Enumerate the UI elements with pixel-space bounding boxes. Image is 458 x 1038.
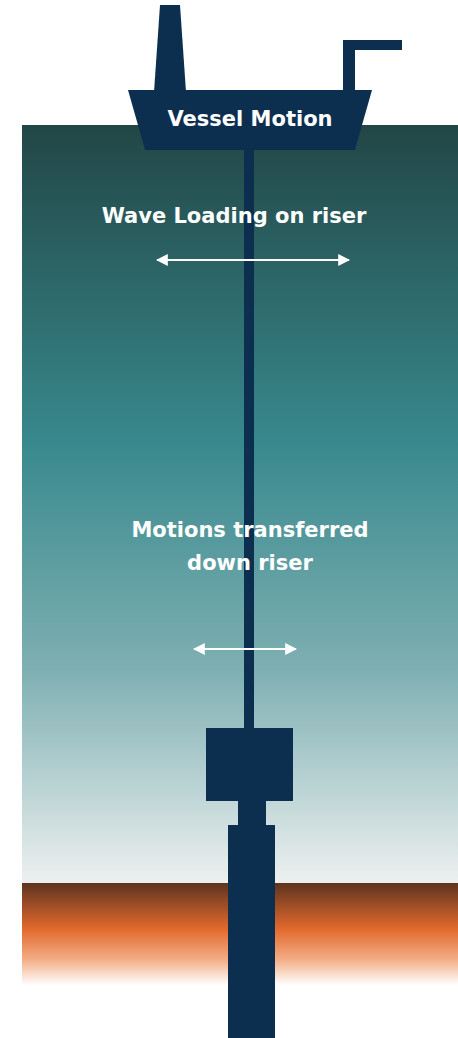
vessel-funnel — [154, 5, 186, 92]
double-arrow — [194, 648, 296, 650]
hull-fill — [128, 90, 372, 150]
connector — [238, 800, 266, 826]
sea-water — [22, 125, 458, 885]
bop-stack — [206, 728, 293, 801]
double-arrow — [157, 259, 349, 261]
node-title: Vessel Motion — [167, 107, 332, 132]
annotation-label: Wave Loading on riser — [44, 200, 424, 233]
vessel-hull: Vessel Motion — [128, 90, 372, 150]
wellhead-casing — [228, 825, 275, 1038]
annotation-label: Motions transferred down riser — [119, 514, 381, 579]
vessel-crane — [343, 40, 402, 92]
riser — [244, 148, 254, 730]
